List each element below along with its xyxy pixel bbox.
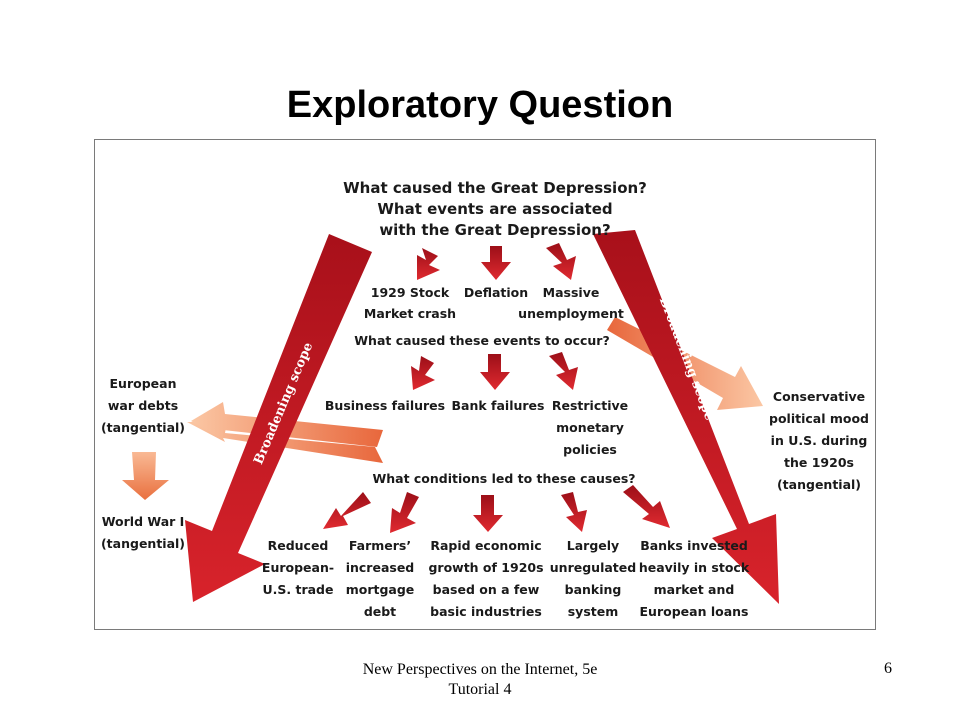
main-question-line-2: What events are associated [377,200,612,218]
condition-farmers-debt-line-1: Farmers’ [349,538,411,553]
arrow-to-restrictive-policies [549,352,578,390]
condition-farmers-debt-line-4: debt [364,604,396,619]
condition-banks-invested-line-1: Banks invested [640,538,748,553]
broadening-scope-arrow-right [593,230,779,604]
tangential-ww1-line-1: World War I [102,514,185,529]
diagram-canvas: Broadening scope Broadening scope What c… [101,179,869,619]
tangential-conservative-line-4: the 1920s [784,455,854,470]
event-deflation: Deflation [464,285,528,300]
tangential-arrow-down [122,452,169,500]
main-question-line-3: with the Great Depression? [379,221,610,239]
condition-farmers-debt-line-2: increased [346,560,415,575]
condition-banking-line-4: system [568,604,619,619]
tangential-conservative-line-2: political mood [769,411,869,426]
diagram-figure: Broadening scope Broadening scope What c… [94,139,876,630]
arrow-to-deflation [481,246,511,280]
arrow-to-farmers-debt [390,492,419,533]
condition-banking-line-3: banking [565,582,622,597]
arrow-to-unemployment [546,243,576,280]
footer-line-1: New Perspectives on the Internet, 5e [362,661,598,678]
slide-title: Exploratory Question [286,84,674,126]
condition-rapid-growth-line-1: Rapid economic [430,538,541,553]
event-stock-crash-line-1: 1929 Stock [371,285,450,300]
tangential-ww1-line-2: (tangential) [101,536,185,551]
footer-line-2: Tutorial 4 [448,681,512,698]
condition-banks-invested-line-4: European loans [640,604,749,619]
tangential-war-debts-line-2: war debts [108,398,178,413]
tangential-conservative-line-5: (tangential) [777,477,861,492]
arrow-to-stock-crash [417,248,440,280]
condition-rapid-growth-line-4: basic industries [430,604,542,619]
arrow-to-unregulated-banking [561,492,587,532]
slide-footer: New Perspectives on the Internet, 5e Tut… [270,660,690,700]
cause-bank-failures: Bank failures [452,398,545,413]
tangential-conservative-line-3: in U.S. during [771,433,868,448]
main-question-line-1: What caused the Great Depression? [343,179,647,197]
level2-question: What conditions led to these causes? [372,471,635,486]
arrow-to-banks-invested [623,485,670,528]
arrow-to-bank-failures [480,354,510,390]
cause-restrictive-line-3: policies [563,442,617,457]
tangential-war-debts-line-3: (tangential) [101,420,185,435]
arrow-to-business-failures [411,356,435,390]
arrow-to-rapid-growth [473,495,503,532]
condition-banking-line-1: Largely [567,538,619,553]
level1-question: What caused these events to occur? [354,333,609,348]
cause-restrictive-line-2: monetary [556,420,624,435]
cause-restrictive-line-1: Restrictive [552,398,628,413]
event-unemployment-line-2: unemployment [518,306,624,321]
event-unemployment-line-1: Massive [543,285,600,300]
cause-business-failures: Business failures [325,398,445,413]
condition-rapid-growth-line-3: based on a few [433,582,540,597]
condition-reduced-trade-line-3: U.S. trade [262,582,333,597]
condition-reduced-trade-line-1: Reduced [268,538,329,553]
event-stock-crash-line-2: Market crash [364,306,456,321]
tangential-conservative-line-1: Conservative [773,389,865,404]
condition-rapid-growth-line-2: growth of 1920s [428,560,543,575]
broadening-scope-arrow-left [185,234,372,602]
arrow-to-reduced-trade [323,492,371,529]
condition-reduced-trade-line-2: European- [262,560,334,575]
page-number: 6 [884,660,892,677]
condition-banking-line-2: unregulated [550,560,636,575]
condition-banks-invested-line-3: market and [654,582,735,597]
condition-farmers-debt-line-3: mortgage [346,582,415,597]
condition-banks-invested-line-2: heavily in stock [639,560,750,575]
tangential-war-debts-line-1: European [110,376,177,391]
